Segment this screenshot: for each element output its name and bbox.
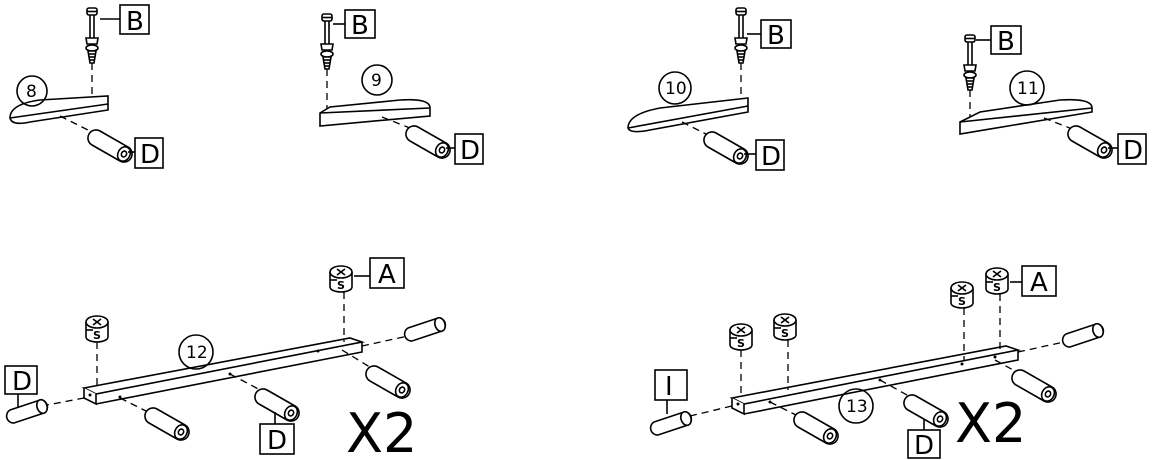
dowel-icon bbox=[1061, 321, 1106, 348]
screw-label: B bbox=[126, 7, 144, 37]
dowel-label: D bbox=[1123, 136, 1143, 166]
panel bbox=[9, 95, 109, 125]
dowel-icon bbox=[793, 411, 840, 447]
dowel-icon bbox=[5, 397, 50, 424]
dowel-icon bbox=[1067, 125, 1114, 161]
dowel-label: D bbox=[761, 142, 781, 172]
cam-screw-icon bbox=[963, 34, 977, 91]
step-number: 9 bbox=[371, 71, 382, 91]
dowel-label: D bbox=[12, 367, 32, 397]
cam-lock-icon bbox=[329, 265, 353, 293]
panel bbox=[627, 97, 749, 133]
step-12: A 12 D D X2 bbox=[4, 257, 448, 460]
dowel-icon bbox=[405, 125, 452, 161]
step-9: B 9 D bbox=[319, 9, 484, 166]
part-label-box bbox=[454, 133, 484, 165]
dowel-icon bbox=[365, 365, 412, 401]
cam-lock-icon bbox=[729, 323, 753, 351]
screw-label: B bbox=[767, 21, 785, 51]
screw-label: B bbox=[997, 27, 1015, 57]
part-label-box bbox=[259, 423, 295, 455]
part-label-box bbox=[4, 365, 38, 395]
step-number: 13 bbox=[846, 397, 868, 417]
step-number-circle bbox=[361, 64, 393, 96]
dowel-icon bbox=[87, 129, 134, 165]
step-11: B 11 D bbox=[959, 25, 1147, 166]
part-label-box bbox=[755, 139, 785, 171]
cam-lock-icon bbox=[773, 313, 797, 341]
quantity-multiplier: X2 bbox=[346, 402, 417, 460]
pin-label: I bbox=[665, 372, 673, 402]
step-number: 12 bbox=[186, 343, 208, 363]
dowel-icon bbox=[903, 394, 950, 430]
cam-label: A bbox=[1030, 268, 1048, 298]
part-label-box bbox=[654, 369, 688, 401]
step-number-circle bbox=[838, 388, 874, 424]
step-13: A 13 I D X2 bbox=[649, 265, 1106, 460]
part-label-box bbox=[1117, 133, 1147, 165]
dowel-icon bbox=[254, 388, 301, 424]
cam-lock-icon bbox=[950, 281, 974, 309]
step-8: B 8 D bbox=[9, 4, 164, 170]
step-10: B 10 D bbox=[627, 7, 792, 172]
dowel-icon bbox=[403, 315, 448, 342]
screw-label: B bbox=[351, 11, 369, 41]
panel bbox=[319, 98, 431, 127]
dowel-icon bbox=[703, 131, 750, 167]
dowel-label: D bbox=[914, 431, 934, 460]
dowel-label: D bbox=[267, 426, 287, 456]
cam-screw-icon bbox=[734, 7, 748, 64]
cam-label: A bbox=[378, 260, 396, 290]
step-number: 10 bbox=[665, 79, 687, 99]
step-number-circle bbox=[658, 71, 692, 105]
step-number-circle bbox=[1009, 70, 1045, 106]
dowel-icon bbox=[144, 407, 191, 443]
part-label-box bbox=[134, 137, 164, 169]
rail bbox=[81, 337, 366, 395]
pin-icon bbox=[649, 409, 694, 436]
step-number: 11 bbox=[1017, 79, 1039, 99]
step-number-circle bbox=[16, 75, 48, 107]
part-label-box bbox=[1021, 265, 1057, 297]
step-number-circle bbox=[178, 334, 214, 370]
part-label-box bbox=[369, 257, 405, 289]
cam-screw-icon bbox=[85, 7, 99, 64]
cam-lock-icon bbox=[985, 267, 1009, 295]
quantity-multiplier: X2 bbox=[955, 392, 1026, 455]
dowel-label: D bbox=[460, 136, 480, 166]
panel bbox=[959, 98, 1093, 135]
dowel-label: D bbox=[140, 140, 160, 170]
step-number: 8 bbox=[26, 82, 37, 102]
cam-screw-icon bbox=[320, 13, 334, 70]
cam-lock-icon bbox=[85, 315, 109, 343]
part-label-box bbox=[907, 429, 941, 459]
